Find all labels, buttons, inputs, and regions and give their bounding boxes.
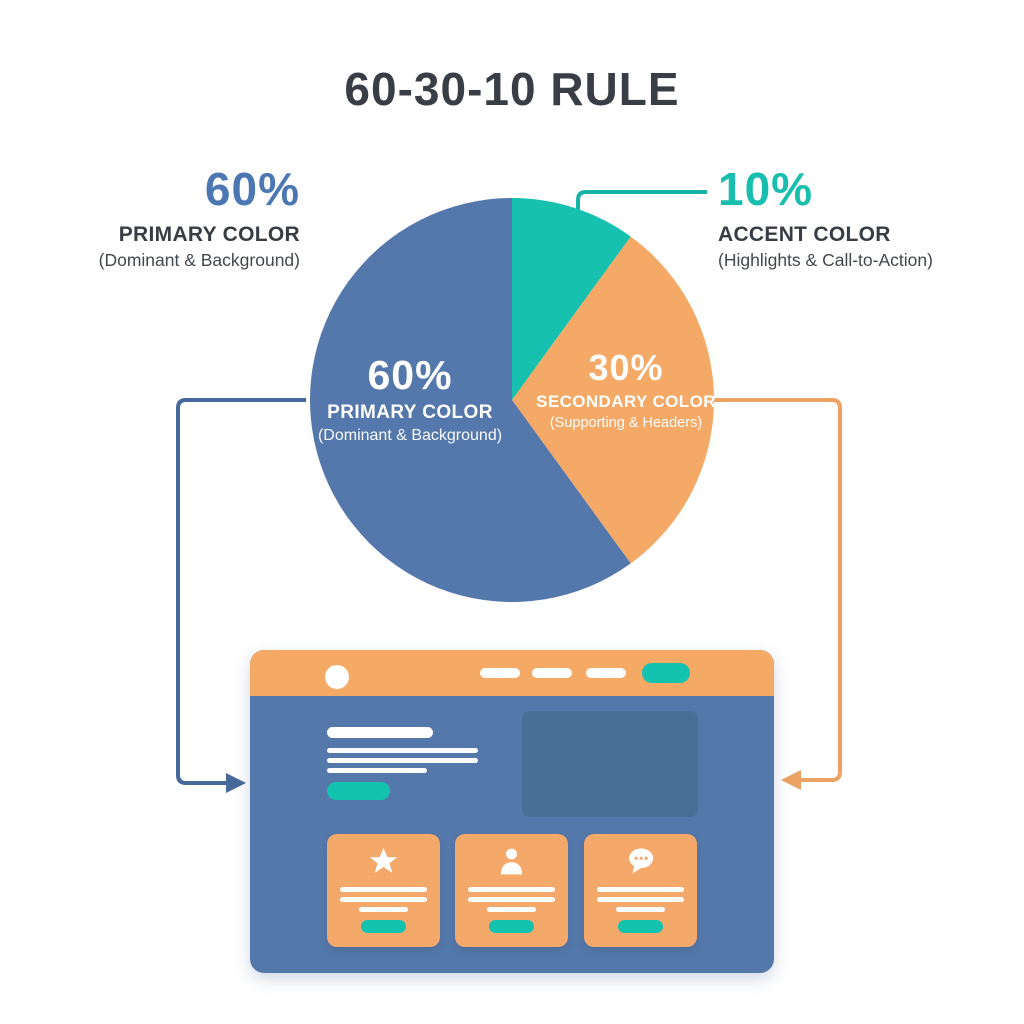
callout-accent-title: ACCENT COLOR [718, 223, 891, 246]
person-icon [500, 848, 523, 875]
mockup-header-bar [250, 650, 774, 696]
callout-primary-title: PRIMARY COLOR [118, 223, 300, 246]
pie-label-primary: 60% PRIMARY COLOR (Dominant & Background… [312, 355, 508, 445]
mockup-card-cta-button [618, 920, 663, 933]
callout-accent: 10% ACCENT COLOR (Highlights & Call-to-A… [718, 166, 1010, 271]
connector-line-accent [576, 190, 707, 212]
callout-accent-subtitle: (Highlights & Call-to-Action) [718, 250, 933, 270]
mockup-image-placeholder [522, 711, 698, 817]
mockup-card-text-line [340, 897, 427, 902]
website-mockup [250, 650, 774, 973]
pie-label-primary-percent: 60% [367, 352, 453, 398]
mockup-card-text-line [487, 907, 536, 912]
mockup-hero-text-line [327, 758, 478, 763]
mockup-hero-text-line [327, 748, 478, 753]
star-icon [369, 847, 398, 873]
mockup-nav-link-pill [586, 668, 626, 678]
callout-primary-percent: 60% [204, 163, 300, 215]
mockup-card-text-line [468, 887, 555, 892]
mockup-nav-link-pill [480, 668, 520, 678]
arrowhead-primary [226, 773, 246, 793]
pie-label-primary-title: PRIMARY COLOR [327, 402, 493, 423]
circle-logo-icon [325, 665, 349, 689]
callout-primary-subtitle: (Dominant & Background) [98, 250, 300, 270]
pie-label-secondary-subtitle: (Supporting & Headers) [549, 415, 703, 431]
pie-label-primary-subtitle: (Dominant & Background) [317, 427, 503, 444]
mockup-header-cta-button [642, 663, 690, 683]
mockup-feature-card [327, 834, 440, 947]
mockup-card-cta-button [489, 920, 534, 933]
arrowhead-secondary [781, 770, 801, 790]
mockup-hero-cta-button [327, 782, 390, 800]
mockup-card-text-line [468, 897, 555, 902]
pie-label-secondary: 30% SECONDARY COLOR (Supporting & Header… [528, 347, 724, 432]
mockup-feature-card [584, 834, 697, 947]
mockup-card-text-line [616, 907, 665, 912]
mockup-card-text-line [359, 907, 408, 912]
chat-bubble-icon [629, 848, 654, 874]
mockup-nav-link-pill [532, 668, 572, 678]
pie-label-secondary-percent: 30% [588, 347, 664, 388]
mockup-feature-card [455, 834, 568, 947]
callout-accent-percent: 10% [718, 163, 814, 215]
page-title: 60-30-10 RULE [344, 63, 680, 115]
mockup-card-text-line [597, 887, 684, 892]
mockup-card-text-line [340, 887, 427, 892]
callout-primary: 60% PRIMARY COLOR (Dominant & Background… [40, 166, 300, 271]
pie-label-secondary-title: SECONDARY COLOR [536, 392, 716, 411]
mockup-card-text-line [597, 897, 684, 902]
mockup-hero-heading-bar [327, 727, 433, 738]
mockup-hero-text-line [327, 768, 427, 773]
mockup-card-cta-button [361, 920, 406, 933]
